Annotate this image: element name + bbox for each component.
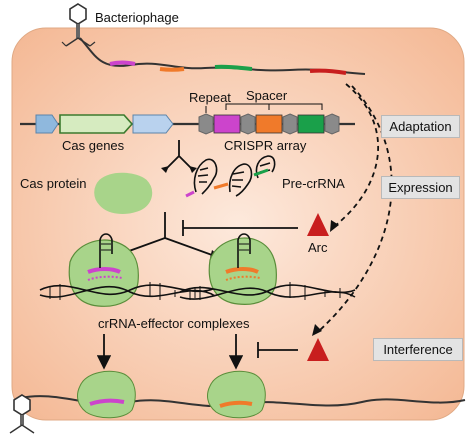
bacteriophage-label: Bacteriophage [95,10,179,25]
repeat-label: Repeat [189,90,231,105]
interference-dashed-arrow [319,85,393,331]
cas-gene-2 [59,114,134,134]
crispr-array [198,113,340,135]
cas-gene-1 [35,114,59,134]
cas-genes-label: Cas genes [62,138,125,153]
bacteriophage-icon-bottom [9,394,35,434]
stage-adaptation: Adaptation [381,115,460,138]
spacer-label: Spacer [246,88,288,103]
stage-expression: Expression [381,176,460,199]
cas-protein-icon [94,172,153,214]
cas-gene-3 [132,114,174,134]
crrna-effector-complex-right [179,233,356,305]
arc-label: Arc [308,240,328,255]
complexes-label: crRNA-effector complexes [98,316,250,331]
crispr-array-label: CRISPR array [224,138,307,153]
bacterial-cell [11,27,465,421]
cas-protein-label: Cas protein [20,176,86,191]
crrna-effector-complex-left [39,233,216,307]
pre-crrna-label: Pre-crRNA [282,176,345,191]
arc-inhibitor-icon [307,213,329,236]
arc-inhibitor-icon-2 [307,338,329,361]
pre-crrna [193,155,276,197]
stage-interference: Interference [373,338,463,361]
adaptation-dashed-arrow [335,83,379,226]
